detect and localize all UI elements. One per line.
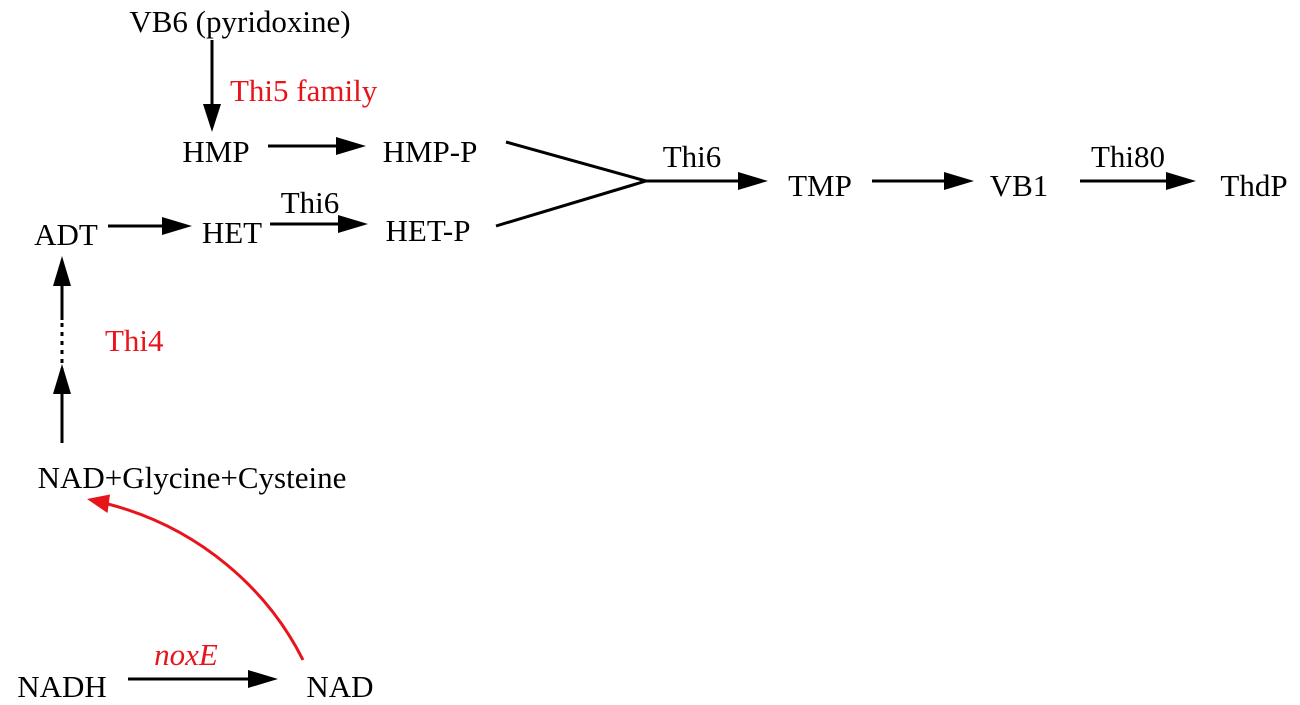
compound-substrates: NAD+Glycine+Cysteine: [38, 460, 347, 495]
compound-hmp-p: HMP-P: [383, 134, 478, 169]
enzyme-thi80: Thi80: [1091, 139, 1165, 174]
compound-nad: NAD: [306, 669, 373, 704]
compound-thdp: ThdP: [1220, 168, 1287, 203]
enzyme-thi6-het: Thi6: [281, 185, 340, 220]
enzyme-thi4: Thi4: [105, 323, 164, 358]
compound-hmp: HMP: [182, 134, 249, 169]
arrow-vb1-to-thdp: [1080, 172, 1196, 190]
compound-het: HET: [202, 215, 262, 250]
arrow-substrates-to-adt: [53, 256, 71, 443]
compound-vb6: VB6 (pyridoxine): [129, 4, 350, 39]
enzyme-noxe: noxE: [154, 637, 218, 672]
enzyme-thi6-tmp: Thi6: [663, 139, 722, 174]
compound-adt: ADT: [34, 217, 98, 252]
compound-vb1: VB1: [990, 168, 1049, 203]
arrow-adt-to-het: [108, 217, 192, 235]
compound-het-p: HET-P: [386, 213, 471, 248]
arrow-tmp-to-vb1: [872, 172, 974, 190]
arrow-converge-to-tmp: [495, 140, 768, 228]
arrow-vb6-to-hmp: [203, 40, 221, 132]
arrow-het-to-het-p: [270, 215, 368, 233]
enzyme-thi5-family: Thi5 family: [230, 73, 378, 108]
arrow-nad-to-substrates: [87, 494, 305, 661]
compound-tmp: TMP: [788, 168, 852, 203]
arrow-hmp-to-hmp-p: [268, 137, 366, 155]
compound-nadh: NADH: [17, 669, 107, 704]
arrow-nadh-to-nad: [128, 670, 278, 688]
